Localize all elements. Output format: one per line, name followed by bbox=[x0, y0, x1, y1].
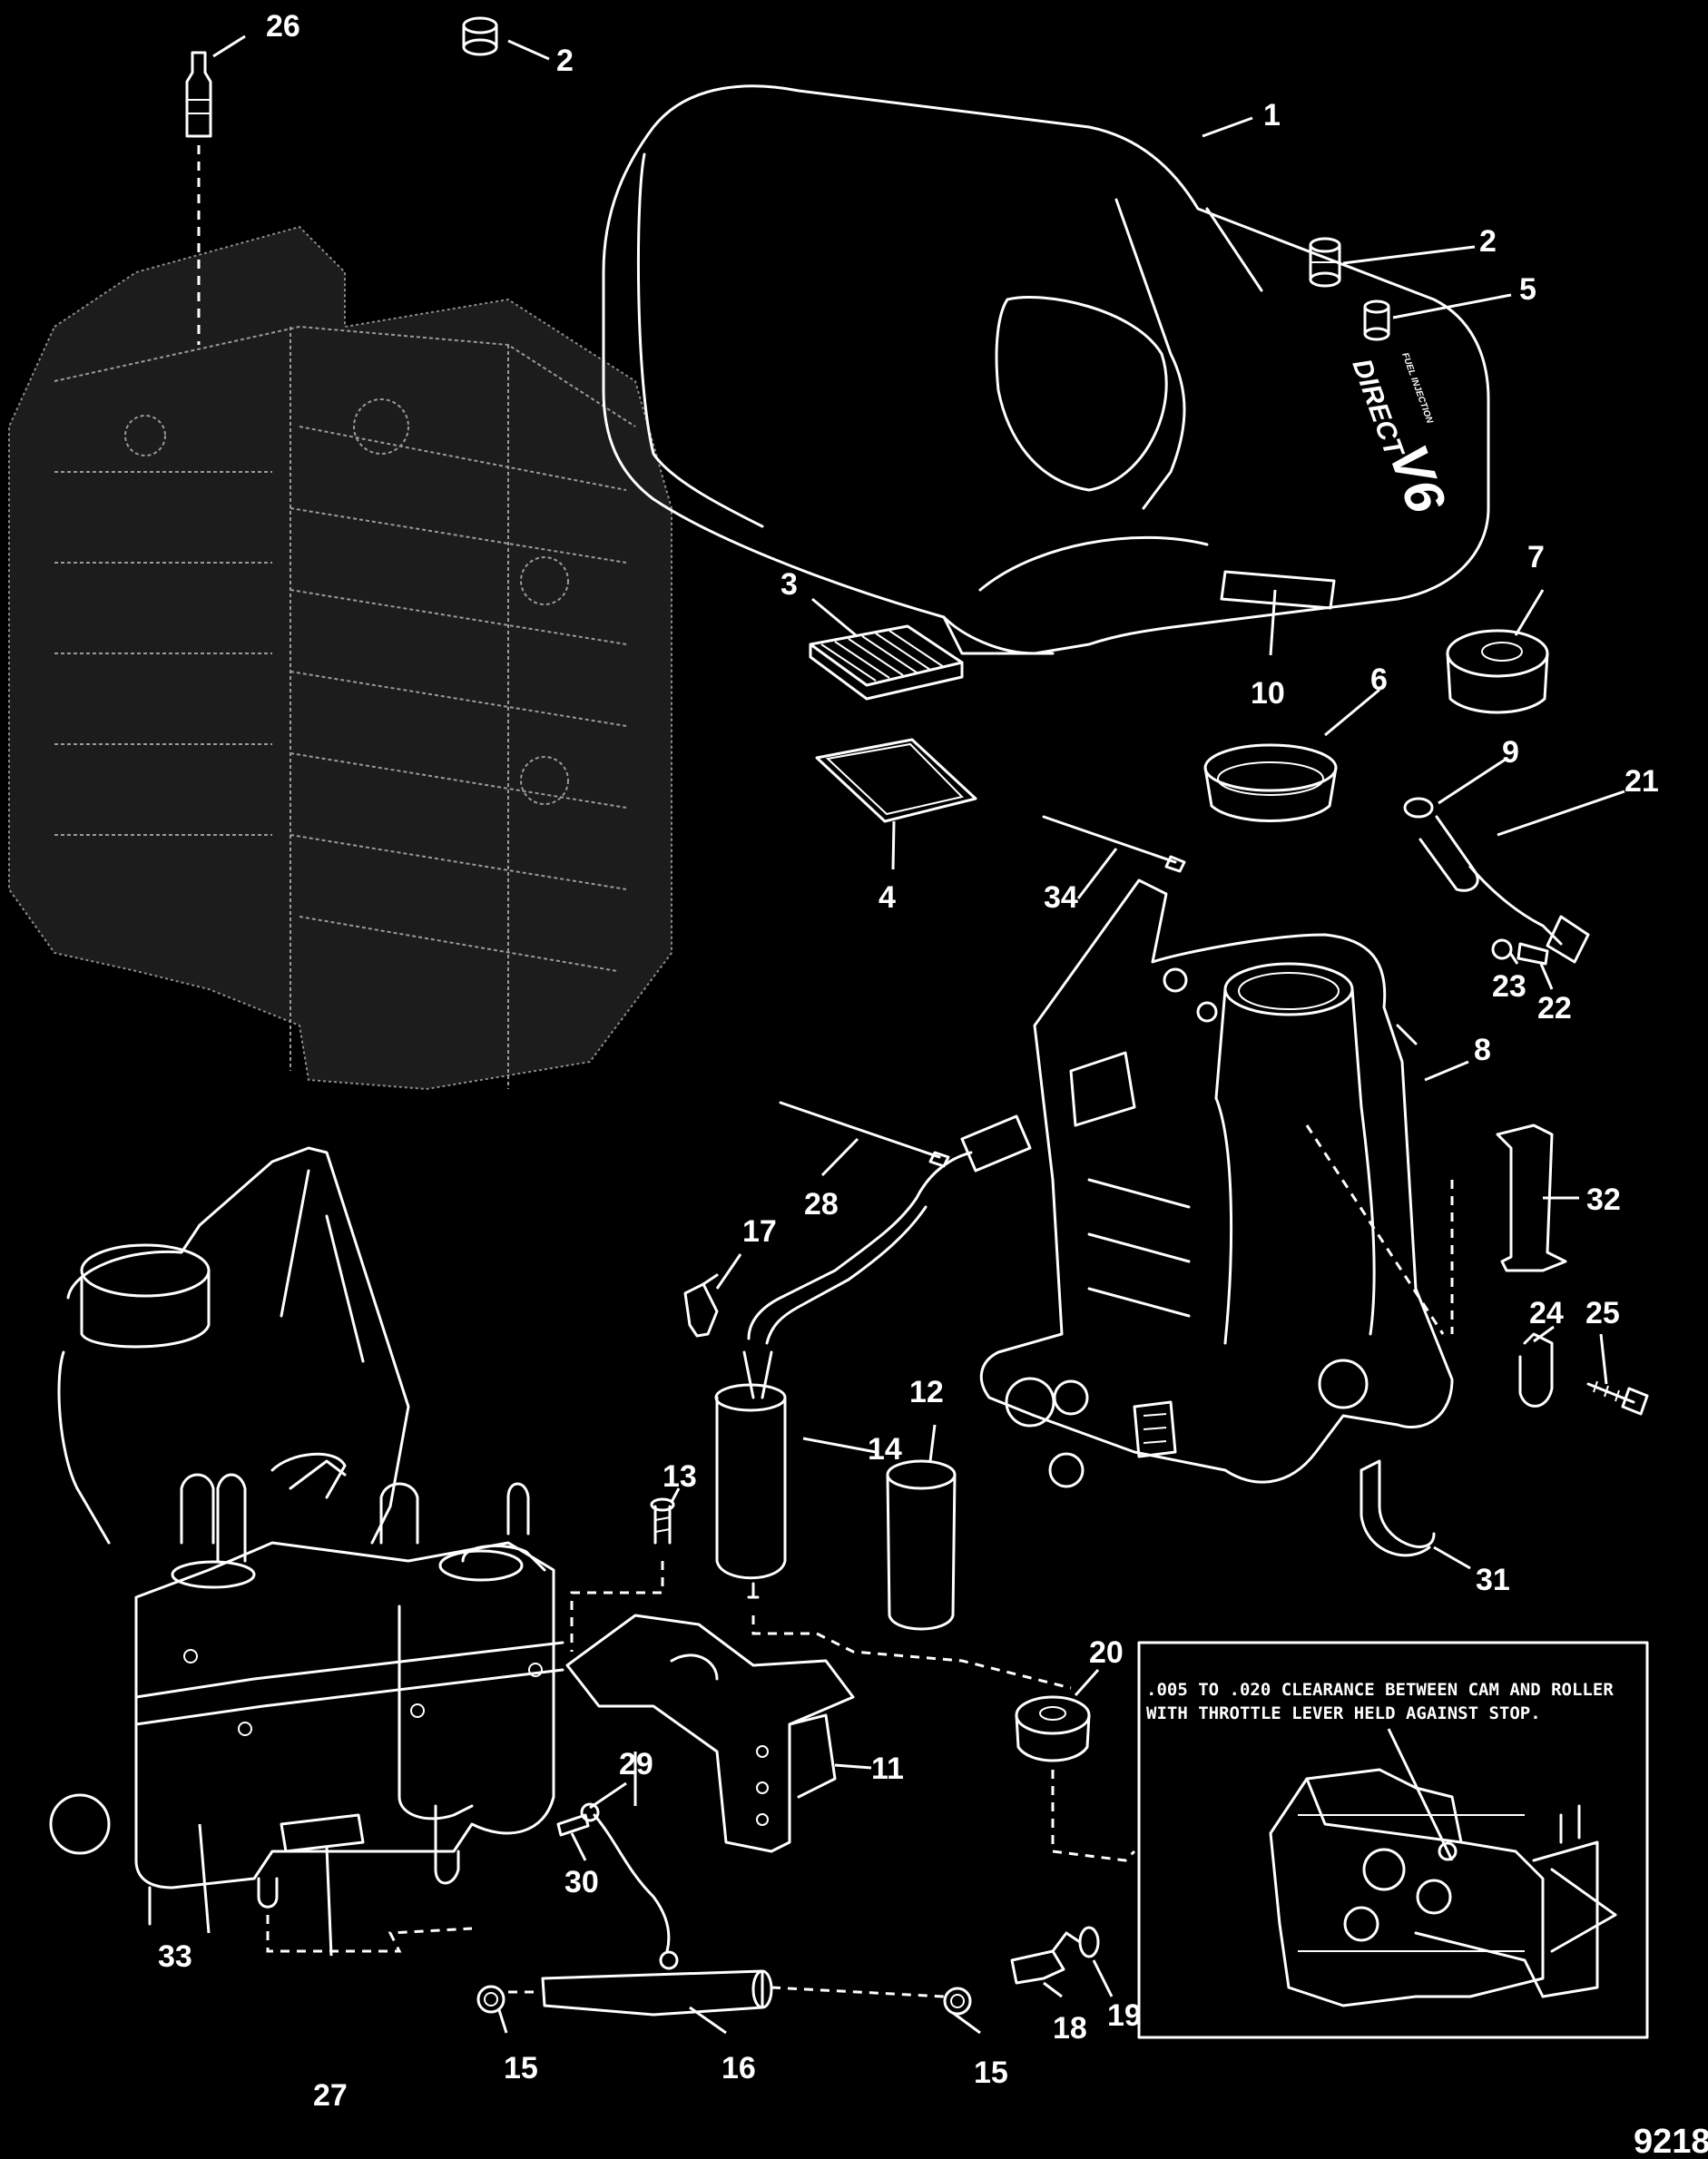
callout-25: 25 bbox=[1585, 1296, 1620, 1330]
callout-15-left: 15 bbox=[504, 2051, 538, 2085]
callout-15-right: 15 bbox=[974, 2056, 1008, 2090]
fitting-part-18 bbox=[1010, 1931, 1082, 1985]
ground-wire-part-29 bbox=[580, 1802, 679, 1970]
cover-logo-fuel-injection: FUEL INJECTION bbox=[1399, 351, 1435, 426]
cover-logo-direct: DIRECT bbox=[1346, 355, 1409, 463]
callout-6: 6 bbox=[1370, 662, 1388, 697]
o-ring-part-19 bbox=[1078, 1926, 1100, 1958]
grommet-part-5 bbox=[1363, 299, 1390, 341]
dashed-path-grommet bbox=[1051, 1770, 1136, 1862]
cable-tie-part-28 bbox=[779, 1101, 950, 1168]
screw-part-22 bbox=[1517, 942, 1549, 966]
vapor-separator-part-33 bbox=[134, 1452, 564, 1953]
sensor-part-21 bbox=[1403, 797, 1590, 964]
decal-part-27 bbox=[280, 1813, 365, 1853]
fitting-part-26 bbox=[185, 51, 212, 345]
callout-28: 28 bbox=[804, 1187, 839, 1222]
bracket-part-32 bbox=[1450, 1124, 1567, 1334]
grommet-part-2-right bbox=[1309, 237, 1341, 288]
adapter-part-6 bbox=[1203, 743, 1338, 822]
callout-32: 32 bbox=[1586, 1183, 1621, 1217]
bracket-part-11 bbox=[565, 1614, 855, 1853]
decal-part-10 bbox=[1220, 570, 1336, 610]
screw-part-13 bbox=[570, 1497, 675, 1652]
clamp-part-31 bbox=[1360, 1459, 1436, 1557]
callout-21: 21 bbox=[1625, 764, 1659, 799]
clamp-part-15-right bbox=[943, 1987, 972, 2016]
callout-9: 9 bbox=[1502, 735, 1519, 770]
callout-7: 7 bbox=[1527, 540, 1545, 574]
intake-manifold-part-8 bbox=[979, 878, 1454, 1488]
callout-31: 31 bbox=[1476, 1563, 1510, 1597]
dashed-path-pump bbox=[751, 1615, 1072, 1690]
callout-16: 16 bbox=[721, 2051, 756, 2085]
callout-27: 27 bbox=[313, 2078, 348, 2113]
callout-20: 20 bbox=[1089, 1635, 1124, 1670]
air-filter-part-3 bbox=[809, 624, 964, 701]
hose-part-16 bbox=[508, 1969, 945, 2017]
callout-24: 24 bbox=[1529, 1296, 1564, 1330]
callout-5: 5 bbox=[1519, 272, 1536, 307]
fuel-pump-part-14 bbox=[714, 1114, 1032, 1599]
callout-19: 19 bbox=[1107, 1998, 1142, 2033]
callout-8: 8 bbox=[1474, 1033, 1491, 1067]
screw-part-30 bbox=[556, 1813, 590, 1837]
callout-30: 30 bbox=[564, 1865, 599, 1899]
callout-17: 17 bbox=[742, 1214, 777, 1249]
grommet-part-2-top bbox=[462, 16, 498, 56]
callout-34: 34 bbox=[1044, 880, 1078, 915]
callout-3: 3 bbox=[780, 567, 798, 602]
seal-part-7 bbox=[1446, 629, 1549, 714]
callout-labels: 26 2 1 2 5 3 4 10 7 6 9 21 23 22 34 8 32… bbox=[158, 9, 1659, 2113]
callout-2-top: 2 bbox=[556, 44, 574, 78]
callout-1: 1 bbox=[1263, 98, 1281, 132]
callout-13: 13 bbox=[663, 1459, 697, 1494]
inset-note-line-1: .005 TO .020 CLEARANCE BETWEEN CAM AND R… bbox=[1146, 1680, 1614, 1700]
sleeve-part-12 bbox=[886, 1459, 957, 1631]
clamp-part-24 bbox=[1518, 1332, 1554, 1408]
gasket-part-4 bbox=[815, 738, 977, 823]
fitting-part-17 bbox=[683, 1273, 719, 1338]
callout-23: 23 bbox=[1492, 969, 1526, 1004]
clearance-inset: .005 TO .020 CLEARANCE BETWEEN CAM AND R… bbox=[1137, 1641, 1649, 2039]
callout-33: 33 bbox=[158, 1939, 192, 1974]
callout-4: 4 bbox=[879, 880, 896, 915]
clamp-part-15-left bbox=[476, 1985, 506, 2014]
callout-12: 12 bbox=[909, 1375, 944, 1409]
leader-lines bbox=[198, 34, 1625, 2035]
callout-26: 26 bbox=[266, 9, 300, 44]
inset-note-line-2: WITH THROTTLE LEVER HELD AGAINST STOP. bbox=[1146, 1703, 1541, 1723]
callout-10: 10 bbox=[1251, 676, 1285, 711]
washer-part-23 bbox=[1491, 938, 1513, 960]
callout-22: 22 bbox=[1537, 991, 1572, 1026]
grommet-part-20 bbox=[1015, 1695, 1091, 1762]
engine-block-ghost bbox=[8, 225, 672, 1091]
cable-tie-part-34 bbox=[1042, 815, 1186, 873]
callout-18: 18 bbox=[1053, 2011, 1087, 2046]
callout-11: 11 bbox=[871, 1752, 904, 1786]
vapor-separator-ghost bbox=[49, 1146, 410, 1855]
callout-29: 29 bbox=[619, 1747, 653, 1781]
callout-2-right: 2 bbox=[1479, 224, 1497, 259]
callout-14: 14 bbox=[868, 1432, 902, 1467]
figure-number: 9218 bbox=[1634, 2123, 1708, 2159]
engine-cover-part-1: DIRECT FUEL INJECTION V6 bbox=[602, 84, 1490, 655]
bolt-part-25 bbox=[1586, 1380, 1649, 1416]
